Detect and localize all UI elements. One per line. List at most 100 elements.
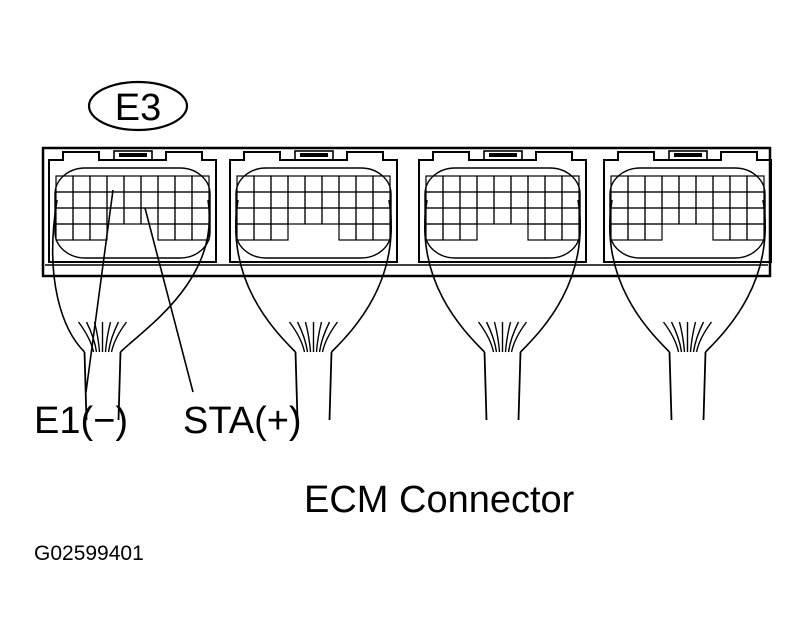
terminal-cavity <box>442 175 461 193</box>
terminal-cavity <box>355 223 374 241</box>
harness-wire-outer-left <box>51 199 86 353</box>
terminal-cavity <box>544 207 563 225</box>
terminal-cavity <box>442 207 461 225</box>
harness-sleeve <box>294 351 333 421</box>
terminal-cavity <box>493 175 512 193</box>
terminal-cavity <box>746 175 765 193</box>
harness-wire <box>104 321 112 353</box>
terminal-cavity <box>425 175 444 193</box>
terminal-cavity <box>644 223 663 241</box>
terminal-cavity <box>270 175 289 193</box>
wire-guide-outline <box>54 167 211 259</box>
terminal-cavity <box>712 191 731 209</box>
terminal-cavity <box>678 207 697 225</box>
block-frame <box>603 151 772 263</box>
block-latch-slot <box>119 153 147 157</box>
terminal-cavity <box>695 207 714 225</box>
terminal-cavity <box>287 175 306 193</box>
terminal-cavity <box>355 175 374 193</box>
terminal-cavity <box>140 191 159 209</box>
terminal-cavity <box>746 223 765 241</box>
block-latch <box>668 150 708 161</box>
terminal-cavity <box>287 191 306 209</box>
terminal-cavity <box>372 223 391 241</box>
figure-code: G02599401 <box>34 542 144 565</box>
terminal-cavity <box>729 191 748 209</box>
terminal-cavity <box>476 175 495 193</box>
harness-wire-outer-right <box>119 199 211 353</box>
terminal-cavity <box>695 175 714 193</box>
terminal-cavity <box>476 191 495 209</box>
terminal-cavity <box>174 175 193 193</box>
terminal-cavity <box>157 207 176 225</box>
terminal-cavity <box>476 207 495 225</box>
connector-id-oval <box>87 80 189 132</box>
terminal-cavity <box>270 223 289 241</box>
terminal-cavity <box>106 191 125 209</box>
terminal-cavity <box>55 175 74 193</box>
e1-leader-line <box>85 189 114 393</box>
harness-sleeve <box>668 351 707 421</box>
harness-wire-outer-left <box>424 199 486 353</box>
wire-harness-2 <box>235 199 392 421</box>
harness-wire <box>670 321 683 353</box>
terminal-cavity <box>729 175 748 193</box>
harness-wire <box>77 321 95 353</box>
terminal-cavity <box>236 223 255 241</box>
terminal-cavity <box>191 207 210 225</box>
harness-wire <box>318 321 331 353</box>
terminal-cavity <box>544 191 563 209</box>
terminal-cavity <box>644 207 663 225</box>
connector-block-2 <box>229 150 398 263</box>
harness-wire <box>493 321 501 353</box>
sta-leader-line <box>144 207 194 393</box>
connector-block-4 <box>603 150 772 263</box>
terminal-cavity <box>510 207 529 225</box>
block-latch <box>483 150 523 161</box>
terminal-cavity <box>253 223 272 241</box>
terminal-cavity <box>270 191 289 209</box>
terminal-cavity <box>712 223 731 241</box>
terminal-cavity <box>338 207 357 225</box>
terminal-cavity <box>610 191 629 209</box>
wire-harness-3 <box>424 199 581 421</box>
terminal-cavity <box>661 175 680 193</box>
terminal-cavity <box>527 175 546 193</box>
terminal-cavity <box>678 175 697 193</box>
terminal-cavity <box>55 223 74 241</box>
harness-wire <box>110 321 128 353</box>
terminal-cavity <box>610 207 629 225</box>
harness-wire-outer-right <box>519 199 581 353</box>
connector-blocks <box>48 150 772 263</box>
terminal-cavity <box>544 223 563 241</box>
block-latch-slot <box>489 153 517 157</box>
terminal-cavity <box>123 191 142 209</box>
terminal-cavity <box>236 207 255 225</box>
terminal-cavity <box>442 223 461 241</box>
terminal-cavity <box>338 223 357 241</box>
terminal-cavity <box>304 207 323 225</box>
harness-wire <box>692 321 705 353</box>
terminal-cavity <box>191 191 210 209</box>
terminal-cavity <box>72 223 91 241</box>
terminal-cavity <box>372 191 391 209</box>
terminal-cavity <box>253 191 272 209</box>
harness-wire <box>477 321 495 353</box>
terminal-cavity <box>140 175 159 193</box>
terminal-cavity <box>191 175 210 193</box>
connector-block-1 <box>48 150 217 263</box>
terminal-cavity <box>174 207 193 225</box>
terminal-cavity <box>459 223 478 241</box>
terminal-cavity <box>678 191 697 209</box>
terminal-cavity <box>459 207 478 225</box>
terminal-cavity <box>627 175 646 193</box>
terminal-cavity <box>527 191 546 209</box>
harness-sleeve <box>483 351 522 421</box>
terminal-cavity <box>287 207 306 225</box>
terminal-cavity <box>425 223 444 241</box>
terminal-cavity <box>493 191 512 209</box>
wire-guide-outline <box>235 167 392 259</box>
wire-harness-4 <box>609 199 766 421</box>
terminal-cavity <box>746 191 765 209</box>
terminal-cavity <box>459 175 478 193</box>
